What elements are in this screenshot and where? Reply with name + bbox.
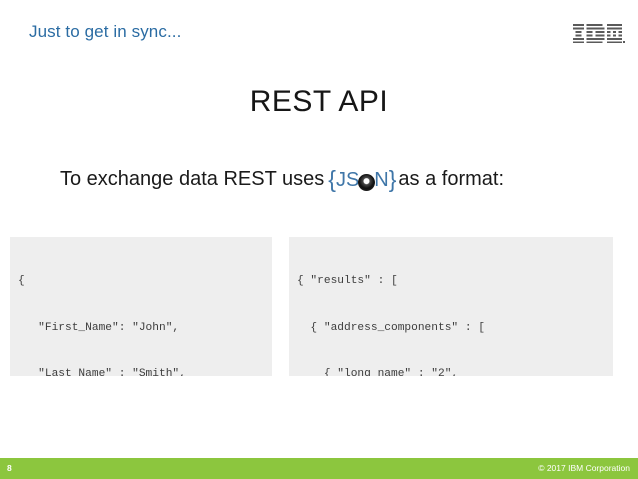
- code-line: { "results" : [: [297, 275, 398, 287]
- json-brace-close: }: [388, 166, 397, 192]
- subtitle-prefix: To exchange data REST uses: [60, 168, 325, 190]
- footer-page-number: 8: [7, 463, 12, 473]
- json-brace-open: {: [328, 166, 336, 192]
- page-title: Just to get in sync...: [29, 22, 182, 41]
- slide-title: REST API: [249, 85, 389, 118]
- code-line: {: [18, 275, 25, 287]
- code-line: { "long_name" : "2",: [297, 368, 459, 376]
- code-line: "First_Name": "John",: [18, 321, 180, 334]
- code-block-request: { "First_Name": "John", "Last_Name" : "S…: [10, 237, 272, 376]
- json-letters-right: N: [374, 168, 389, 191]
- subtitle-suffix: as a format:: [398, 168, 505, 190]
- slide-header: Just to get in sync...: [0, 0, 638, 60]
- code-block-response: { "results" : [ { "address_components" :…: [289, 237, 613, 376]
- code-line: { "address_components" : [: [297, 321, 485, 334]
- ibm-logo: [573, 23, 625, 43]
- slide-footer: 8 © 2017 IBM Corporation: [0, 458, 638, 479]
- json-letters-left: JS: [335, 168, 360, 191]
- code-line: "Last_Name" : "Smith",: [18, 368, 186, 376]
- subtitle-row: To exchange data REST uses { JS N } as a…: [60, 168, 504, 191]
- json-o-icon: [358, 174, 376, 191]
- json-logo: { JS N }: [328, 168, 396, 191]
- footer-copyright: © 2017 IBM Corporation: [538, 463, 630, 473]
